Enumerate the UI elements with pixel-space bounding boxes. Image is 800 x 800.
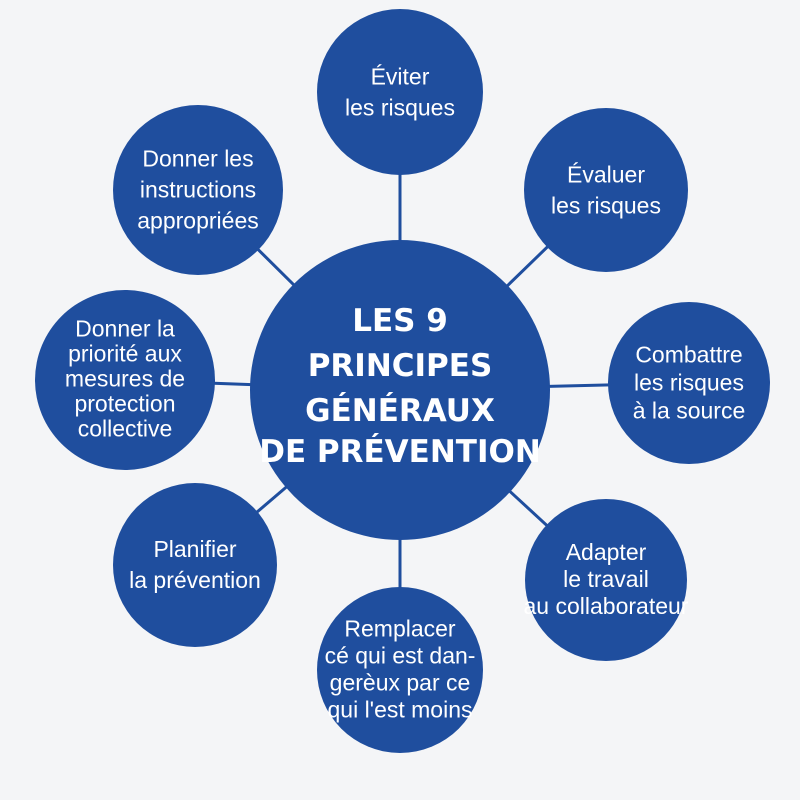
central-title-line: DE PRÉVENTION (259, 434, 541, 470)
central-title-line: LES 9 (352, 303, 448, 339)
principle-evaluer: Évaluer les risques (524, 108, 688, 272)
principle-label-line: Remplacer (344, 616, 456, 642)
principle-circle (35, 290, 215, 470)
principle-label-line: Planifier (153, 536, 236, 562)
principle-label-line: Donner la (75, 316, 175, 342)
principle-label-line: protection (74, 391, 175, 417)
central-title: LES 9 PRINCIPES GÉNÉRAUX DE PRÉVENTION (250, 240, 550, 540)
principle-label-line: Adapter (566, 539, 647, 565)
principle-label-line: la prévention (129, 567, 261, 593)
principle-label-line: cé qui est dan- (325, 643, 476, 669)
principle-circle (525, 499, 687, 661)
principle-eviter: Éviter les risques (317, 9, 483, 175)
principle-circle (317, 587, 483, 753)
principle-label-line: au collaborateur (524, 593, 689, 619)
principle-circle (524, 108, 688, 272)
principle-circle (317, 9, 483, 175)
principle-label-line: Donner les (142, 146, 253, 172)
principle-label-line: les risques (345, 95, 455, 121)
principle-circle (608, 302, 770, 464)
principle-circle (113, 483, 277, 647)
central-circle (250, 240, 550, 540)
principle-label-line: gerèux par ce (330, 670, 471, 696)
principle-label-line: appropriées (137, 208, 258, 234)
principle-label-line: Éviter (371, 64, 430, 90)
central-title-line: PRINCIPES (308, 348, 493, 384)
principle-label-line: Évaluer (567, 162, 645, 188)
principle-label-line: instructions (140, 177, 256, 203)
principle-label-line: priorité aux (68, 341, 182, 367)
principle-label-line: les risques (634, 369, 744, 395)
principle-label-line: le travail (563, 566, 649, 592)
principle-instructions: Donner les instructions appropriées (113, 105, 283, 275)
principle-circle (113, 105, 283, 275)
principle-planifier: Planifier la prévention (113, 483, 277, 647)
principle-label-line: à la source (633, 397, 746, 423)
central-title-line: GÉNÉRAUX (305, 393, 495, 429)
principle-label-line: collective (78, 416, 173, 442)
principle-label-line: les risques (551, 193, 661, 219)
principle-label-line: qui l'est moins (327, 697, 472, 723)
principle-label-line: Combattre (635, 341, 742, 367)
principle-label-line: mesures de (65, 366, 185, 392)
